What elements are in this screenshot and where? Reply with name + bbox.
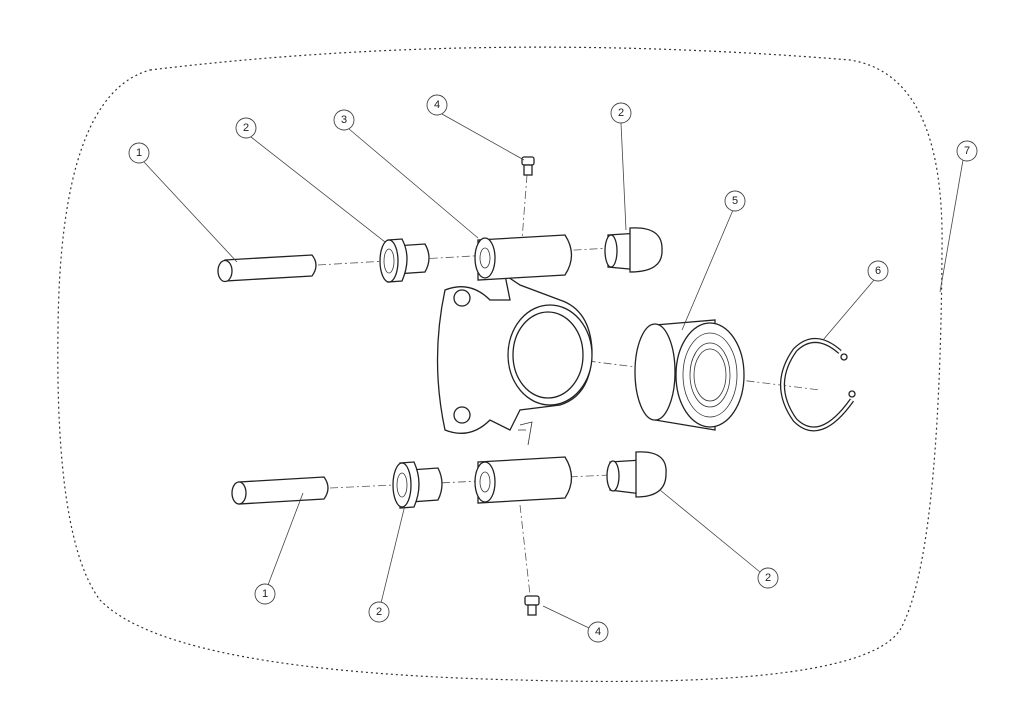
circlip [780, 338, 856, 432]
callout-2-upper-right: 2 [610, 102, 632, 124]
svg-text:5: 5 [732, 195, 738, 207]
svg-text:7: 7 [964, 145, 970, 157]
svg-text:4: 4 [434, 99, 440, 111]
grease-nipple-lower [524, 595, 540, 616]
assembly-boundary [57, 46, 943, 683]
pin-upper [217, 254, 317, 283]
callout-4-upper: 4 [426, 94, 448, 116]
callout-5: 5 [724, 190, 746, 212]
callout-2-lower-right: 2 [757, 567, 779, 589]
bushing-lower-right [606, 451, 667, 498]
bearing [634, 319, 745, 431]
housing [436, 234, 593, 504]
callout-2-lower-left: 2 [368, 601, 390, 623]
bushing-upper-right [604, 227, 663, 273]
callout-3: 3 [333, 109, 355, 131]
callout-7: 7 [956, 140, 978, 162]
callout-6: 6 [867, 260, 889, 282]
bushing-lower-left [392, 461, 443, 509]
svg-text:6: 6 [875, 265, 881, 277]
pin-lower [231, 476, 329, 505]
callout-1-upper: 1 [128, 142, 150, 164]
svg-text:4: 4 [595, 626, 601, 638]
svg-text:1: 1 [136, 147, 142, 159]
svg-text:2: 2 [765, 572, 771, 584]
svg-text:2: 2 [618, 107, 624, 119]
callout-4-lower: 4 [587, 621, 609, 643]
leader-lines [143, 113, 964, 629]
svg-text:3: 3 [341, 114, 347, 126]
svg-text:2: 2 [243, 122, 249, 134]
callout-2-upper-left: 2 [235, 117, 257, 139]
svg-text:1: 1 [262, 588, 268, 600]
bushing-upper-left [379, 238, 430, 283]
grease-nipple-upper [521, 156, 535, 176]
callout-1-lower: 1 [254, 583, 276, 605]
svg-text:2: 2 [376, 606, 382, 618]
